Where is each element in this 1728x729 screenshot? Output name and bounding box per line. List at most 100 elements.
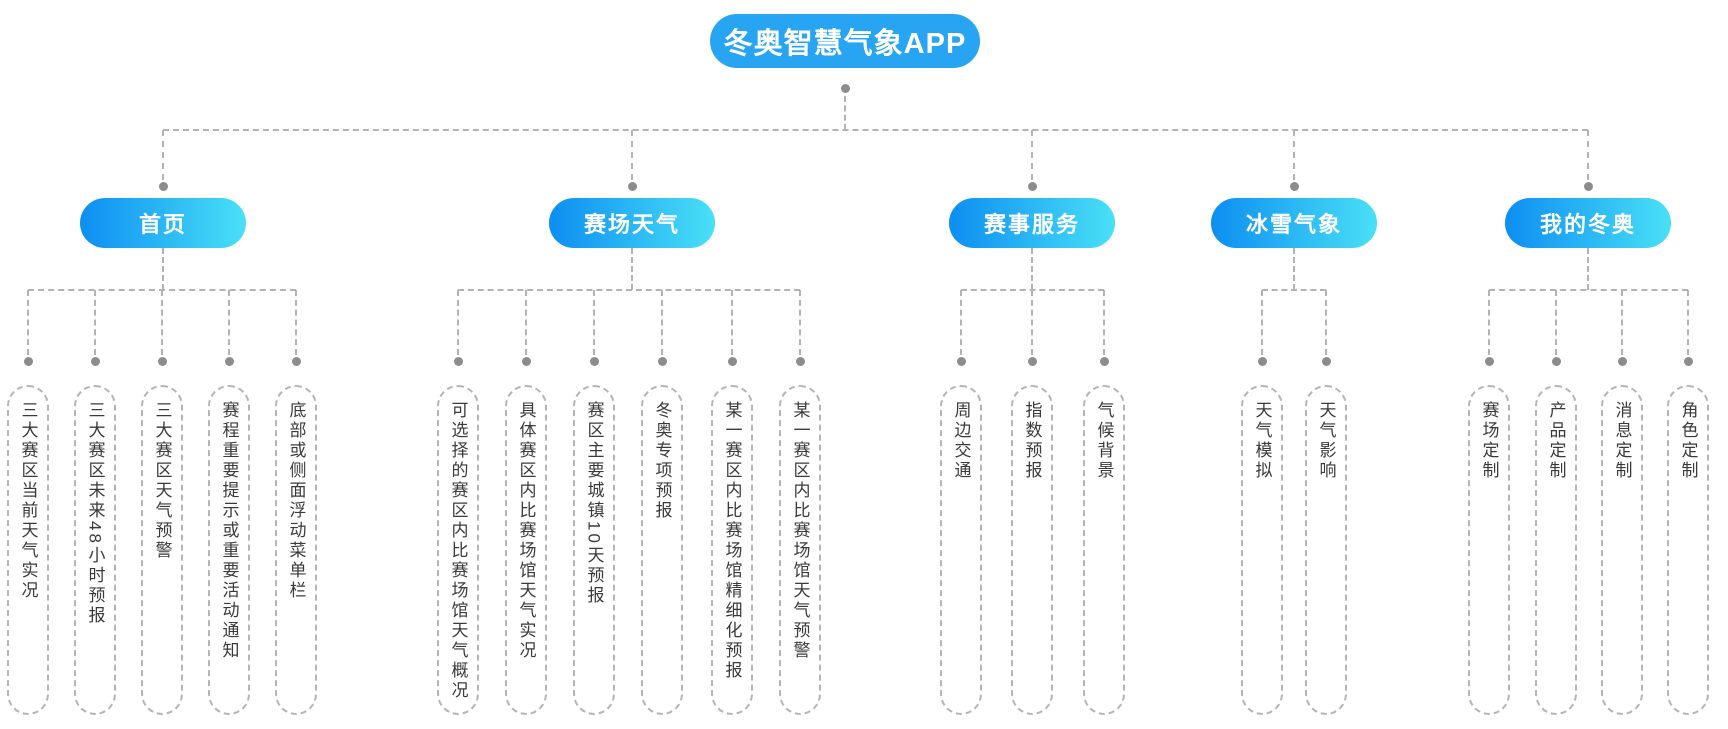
leaf-node-my-winter-olympics-1-label: 产品定制 [1546,401,1566,481]
root-connector-line [844,96,846,130]
leaf-node-my-winter-olympics-0-label: 赛场定制 [1479,401,1499,481]
leaf-dot [157,357,167,366]
leaf-drop-line [1488,290,1490,355]
leaf-node-home-2: 三大赛区天气预警 [141,385,183,715]
branch-dot-ice-snow-weather [1289,182,1299,191]
leaf-drop-line [94,290,96,355]
leaf-dot [291,357,301,366]
branch-node-home-label: 首页 [138,212,187,237]
leaf-dot [453,357,463,366]
leaf-node-my-winter-olympics-0: 赛场定制 [1468,385,1510,715]
branch-node-ice-snow-weather-label: 冰雪气象 [1245,212,1342,237]
leaf-node-event-services-0: 周边交通 [940,385,982,715]
leaf-node-home-3: 赛程重要提示或重要活动通知 [208,385,250,715]
root-node-label: 冬奥智慧气象APP [723,28,967,60]
leaf-dot [1551,357,1561,366]
leaf-node-home-1: 三大赛区未来48小时预报 [74,385,116,715]
leaf-drop-line [457,290,459,355]
leaf-node-home-1-label: 三大赛区未来48小时预报 [85,401,105,626]
branch-node-my-winter-olympics: 我的冬奥 [1505,198,1671,248]
leaf-drop-line [228,290,230,355]
leaf-node-venue-weather-0: 可选择的赛区内比赛场馆天气概况 [437,385,479,715]
branch-node-home: 首页 [80,198,246,248]
leaf-dot [521,357,531,366]
leaf-dot [1027,357,1037,366]
leaf-dot [1484,357,1494,366]
branch-dot-venue-weather [627,182,637,191]
leaf-node-event-services-1: 指数预报 [1011,385,1053,715]
root-connector-dot [840,84,850,93]
branch-dot-my-winter-olympics [1583,182,1593,191]
leaf-drop-line [1687,290,1689,355]
branch-drop-line-home [162,130,164,180]
leaf-dot [90,357,100,366]
branch-child-line-my-winter-olympics [1587,248,1589,290]
branch-drop-line-my-winter-olympics [1587,130,1589,180]
branch-node-event-services-label: 赛事服务 [983,212,1080,237]
children-rail-my-winter-olympics [1489,289,1688,291]
branch-child-line-venue-weather [631,248,633,290]
branch-node-ice-snow-weather: 冰雪气象 [1211,198,1377,248]
leaf-dot [224,357,234,366]
leaf-drop-line [593,290,595,355]
leaf-node-my-winter-olympics-3: 角色定制 [1667,385,1709,715]
leaf-drop-line [1261,290,1263,355]
leaf-node-event-services-0-label: 周边交通 [951,401,971,481]
leaf-node-home-4: 底部或侧面浮动菜单栏 [275,385,317,715]
leaf-node-event-services-2-label: 气候背景 [1094,401,1114,481]
branch-dot-home [158,182,168,191]
leaf-node-ice-snow-weather-0-label: 天气模拟 [1252,401,1272,481]
branch-node-venue-weather: 赛场天气 [549,198,715,248]
branch-dot-event-services [1027,182,1037,191]
leaf-drop-line [731,290,733,355]
level1-rail [163,129,1588,131]
branch-drop-line-ice-snow-weather [1293,130,1295,180]
leaf-dot [956,357,966,366]
root-node: 冬奥智慧气象APP [710,14,980,68]
leaf-node-my-winter-olympics-1: 产品定制 [1535,385,1577,715]
leaf-node-venue-weather-5: 某一赛区内比赛场馆天气预警 [779,385,821,715]
leaf-drop-line [161,290,163,355]
branch-drop-line-event-services [1031,130,1033,180]
leaf-node-venue-weather-2-label: 赛区主要城镇10天预报 [584,401,604,606]
leaf-dot [1617,357,1627,366]
leaf-node-ice-snow-weather-1-label: 天气影响 [1316,401,1336,481]
children-rail-venue-weather [458,289,800,291]
leaf-node-ice-snow-weather-0: 天气模拟 [1241,385,1283,715]
leaf-drop-line [1555,290,1557,355]
leaf-dot [1099,357,1109,366]
leaf-node-home-2-label: 三大赛区天气预警 [152,401,172,561]
leaf-node-event-services-2: 气候背景 [1083,385,1125,715]
branch-child-line-home [162,248,164,290]
leaf-node-venue-weather-5-label: 某一赛区内比赛场馆天气预警 [790,401,810,661]
leaf-node-home-0: 三大赛区当前天气实况 [7,385,49,715]
leaf-node-venue-weather-4: 某一赛区内比赛场馆精细化预报 [711,385,753,715]
leaf-drop-line [525,290,527,355]
leaf-drop-line [1031,290,1033,355]
leaf-node-venue-weather-0-label: 可选择的赛区内比赛场馆天气概况 [448,401,468,701]
leaf-node-my-winter-olympics-2-label: 消息定制 [1612,401,1632,481]
branch-node-event-services: 赛事服务 [949,198,1115,248]
leaf-node-venue-weather-1: 具体赛区内比赛场馆天气实况 [505,385,547,715]
leaf-drop-line [1325,290,1327,355]
leaf-node-venue-weather-4-label: 某一赛区内比赛场馆精细化预报 [722,401,742,681]
leaf-drop-line [295,290,297,355]
leaf-drop-line [27,290,29,355]
leaf-node-ice-snow-weather-1: 天气影响 [1305,385,1347,715]
leaf-node-home-0-label: 三大赛区当前天气实况 [18,401,38,601]
leaf-node-my-winter-olympics-3-label: 角色定制 [1678,401,1698,481]
leaf-dot [1257,357,1267,366]
leaf-node-venue-weather-3: 冬奥专项预报 [641,385,683,715]
leaf-node-home-4-label: 底部或侧面浮动菜单栏 [286,401,306,601]
leaf-dot [589,357,599,366]
leaf-drop-line [960,290,962,355]
leaf-node-home-3-label: 赛程重要提示或重要活动通知 [219,401,239,661]
leaf-dot [1321,357,1331,366]
leaf-dot [23,357,33,366]
leaf-drop-line [799,290,801,355]
leaf-drop-line [1103,290,1105,355]
leaf-dot [657,357,667,366]
leaf-node-my-winter-olympics-2: 消息定制 [1601,385,1643,715]
leaf-node-venue-weather-3-label: 冬奥专项预报 [652,401,672,521]
